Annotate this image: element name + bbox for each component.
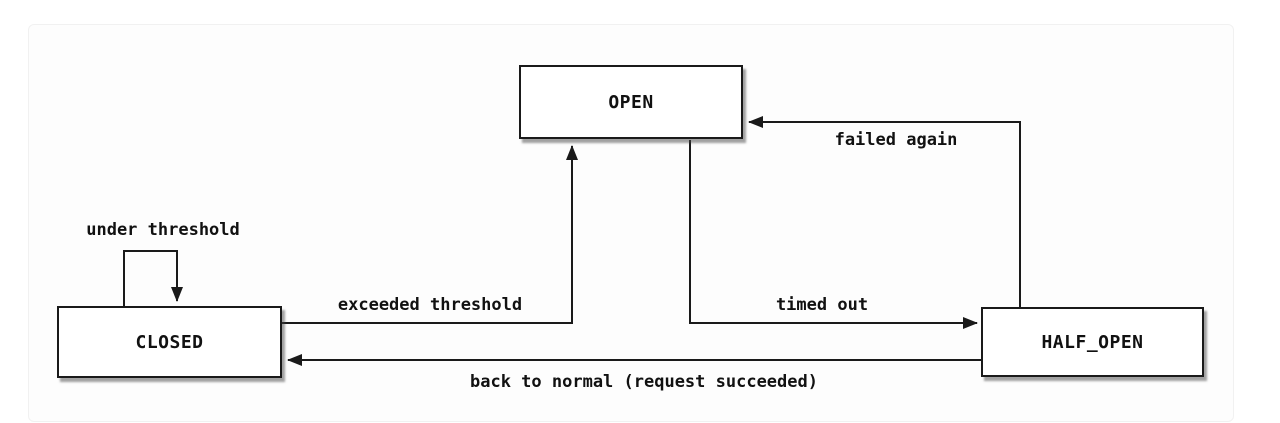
edge-label-back-to-normal: back to normal (request succeeded) <box>470 372 818 392</box>
edge-failed-again-line <box>748 116 1021 307</box>
edge-label-timed-out: timed out <box>775 295 869 315</box>
state-node-half-open-label: HALF_OPEN <box>1041 331 1144 353</box>
state-node-open: OPEN <box>519 65 743 139</box>
edge-label-under-threshold: under threshold <box>86 220 240 240</box>
edge-label-failed-again: failed again <box>834 130 958 150</box>
state-node-closed-label: CLOSED <box>135 331 204 353</box>
state-node-open-label: OPEN <box>608 91 654 113</box>
edge-timed-out-line <box>689 140 978 329</box>
edge-label-exceeded-threshold: exceeded threshold <box>337 295 523 315</box>
state-node-half-open: HALF_OPEN <box>981 307 1204 377</box>
state-node-closed: CLOSED <box>57 306 282 378</box>
edge-exceeded-threshold-line <box>282 145 578 324</box>
edge-under-threshold-line <box>123 250 183 306</box>
